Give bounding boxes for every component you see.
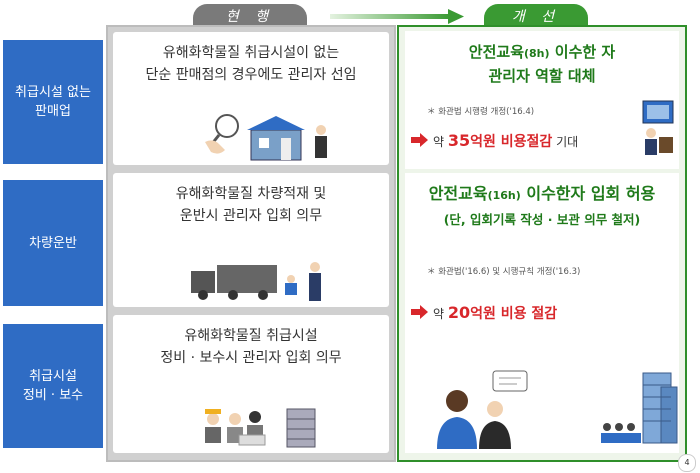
category-label-sales: 취급시설 없는 판매업 — [3, 40, 103, 164]
current-text-line: 유해화학물질 차량적재 및 — [175, 186, 327, 202]
current-text-line: 운반시 관리자 입회 의무 — [179, 208, 323, 224]
current-text-line: 유해화학물질 취급시설 — [184, 328, 318, 344]
improved-note-1: ＊ 화관법 시행령 개정('16.4) — [427, 107, 535, 117]
page-number: 4 — [678, 454, 696, 472]
store-inspection-icon — [205, 114, 327, 161]
improved-panel: 안전교육(8h) 이수한 자 관리자 역할 대체 ＊ 화관법 시행령 개정('1… — [397, 25, 687, 462]
workers-facility-icon — [205, 408, 316, 448]
truck-transport-icon — [191, 262, 321, 301]
improved-cell-1: 안전교육(8h) 이수한 자 관리자 역할 대체 ＊ 화관법 시행령 개정('1… — [405, 31, 679, 169]
city-office-icon — [601, 372, 678, 444]
improved-headline-1b: 관리자 역할 대체 — [488, 67, 596, 85]
current-cell-sales: 유해화학물질 취급시설이 없는 단순 판매점의 경우에도 관리자 선임 — [113, 32, 389, 165]
current-text-line: 정비 · 보수시 관리자 입회 의무 — [160, 350, 342, 366]
improved-saving-1: 약 35억원 비용절감 기대 — [433, 131, 579, 150]
improved-headline-2: 안전교육(16h) 이수한자 입회 허용 — [428, 184, 656, 203]
current-cell-transport: 유해화학물질 차량적재 및 운반시 관리자 입회 의무 — [113, 173, 389, 307]
red-arrow-icon — [411, 305, 428, 319]
current-cell-maintenance: 유해화학물질 취급시설 정비 · 보수시 관리자 입회 의무 — [113, 315, 389, 453]
improved-note-2: ＊ 화관법('16.6) 및 시행규칙 개정('16.3) — [427, 267, 581, 277]
improved-cell-2: 안전교육(16h) 이수한자 입회 허용 (단, 입회기록 작성 · 보관 의무… — [405, 173, 679, 453]
people-consultation-icon — [437, 370, 528, 449]
improved-headline-2b: (단, 입회기록 작성 · 보관 의무 철저) — [443, 212, 641, 227]
improved-saving-2: 약 20억원 비용 절감 — [433, 303, 558, 322]
current-text-line: 유해화학물질 취급시설이 없는 — [162, 45, 340, 61]
improved-headline-1: 안전교육(8h) 이수한 자 — [468, 43, 616, 61]
current-panel: 유해화학물질 취급시설이 없는 단순 판매점의 경우에도 관리자 선임 유해화학… — [106, 25, 396, 462]
category-label-transport: 차량운반 — [3, 180, 103, 306]
red-arrow-icon — [411, 133, 428, 147]
education-presenter-icon — [642, 100, 674, 155]
arrow-right-icon — [330, 9, 464, 24]
current-text-line: 단순 판매점의 경우에도 관리자 선임 — [145, 67, 357, 83]
category-label-maintenance: 취급시설 정비 · 보수 — [3, 324, 103, 448]
